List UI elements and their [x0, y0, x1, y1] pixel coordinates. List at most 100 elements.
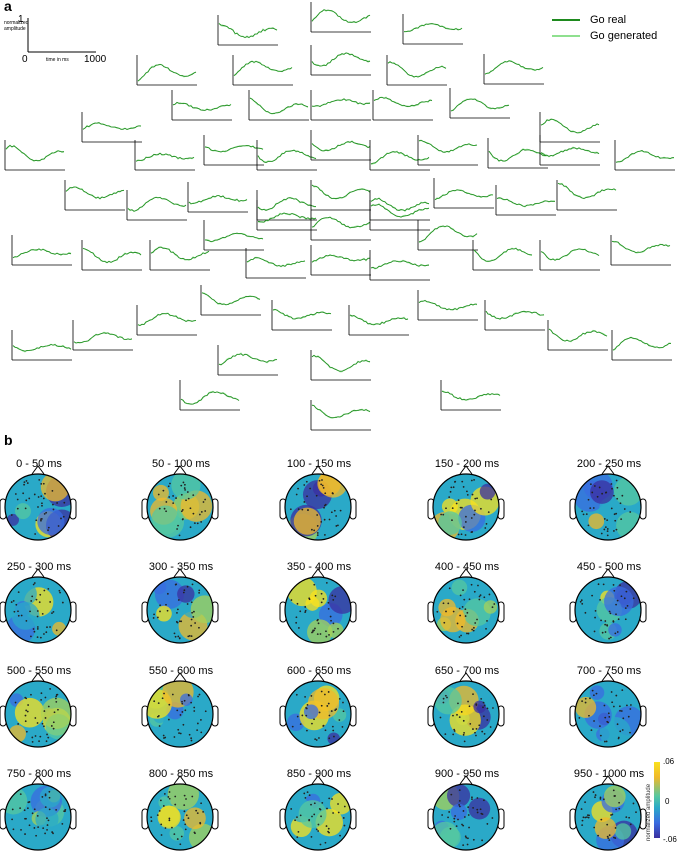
electrode-dot — [629, 511, 632, 513]
electrode-dot — [581, 602, 584, 605]
electrode-dot — [632, 802, 635, 805]
electrode-dot — [35, 834, 38, 837]
electrode-dot — [312, 629, 314, 632]
time-window-label: 50 - 100 ms — [152, 458, 211, 470]
electrode-dot — [593, 826, 596, 829]
electrode-dot — [337, 627, 339, 630]
electrode-dot — [167, 796, 170, 798]
electrode-dot — [453, 730, 456, 732]
electrode-dot — [471, 628, 474, 631]
electrode-dot — [612, 705, 615, 708]
electrode-dot — [473, 478, 475, 481]
electrode-dot — [183, 699, 186, 702]
topomap-blob — [152, 484, 169, 501]
electrode-dot — [44, 492, 46, 495]
head-nose — [459, 568, 473, 578]
waveform-generated — [257, 197, 317, 211]
electrode-dot — [486, 707, 489, 710]
electrode-dot — [578, 717, 581, 719]
waveform-generated — [218, 22, 278, 39]
waveform-generated — [12, 343, 72, 353]
electrode-dot — [462, 486, 465, 488]
electrode-dot — [176, 608, 179, 611]
head-nose — [173, 672, 187, 682]
electrode-dot — [601, 631, 604, 634]
waveform-real — [485, 310, 545, 320]
topomap-blob — [41, 697, 71, 729]
topomap-blob — [303, 704, 319, 720]
time-window-label: 800 - 850 ms — [149, 768, 214, 780]
erp-inset — [72, 320, 133, 351]
electrode-dot — [33, 493, 36, 496]
electrode-dot — [37, 496, 40, 498]
electrode-dot — [177, 599, 180, 601]
electrode-dot — [461, 823, 463, 826]
topomap-blob — [7, 513, 19, 526]
electrode-dot — [465, 515, 467, 518]
electrode-dot — [474, 731, 476, 734]
electrode-dot — [37, 506, 39, 508]
electrode-dot — [159, 604, 162, 607]
electrode-dot — [172, 495, 175, 497]
waveform-generated — [218, 352, 278, 366]
electrode-dot — [56, 502, 59, 504]
head-outline — [4, 473, 72, 541]
electrode-dot — [603, 528, 606, 531]
topomap: 150 - 200 ms — [427, 458, 505, 541]
electrode-dot — [196, 812, 199, 815]
waveform-real — [180, 391, 240, 405]
waveform-real — [370, 151, 430, 165]
waveform-real — [5, 145, 65, 162]
electrode-dot — [306, 791, 309, 794]
electrode-dot — [606, 534, 609, 537]
electrode-dot — [289, 508, 292, 511]
electrode-dot — [609, 636, 612, 639]
electrode-dot — [321, 479, 323, 481]
head-nose — [173, 465, 187, 475]
electrode-dot — [615, 479, 618, 482]
electrode-dot — [17, 610, 19, 613]
electrode-dot — [588, 714, 590, 717]
electrode-dot — [459, 506, 462, 509]
electrode-dot — [168, 819, 171, 822]
topomap-blob — [298, 800, 327, 829]
erp-inset — [134, 140, 195, 171]
electrode-dot — [25, 697, 28, 700]
waveform-generated — [73, 331, 133, 344]
electrode-dot — [158, 725, 161, 727]
electrode-dot — [190, 624, 193, 627]
electrode-dot — [325, 630, 327, 633]
electrode-dot — [620, 710, 623, 712]
erp-inset — [171, 90, 232, 121]
electrode-dot — [603, 518, 606, 520]
electrode-dot — [625, 816, 628, 819]
erp-inset — [4, 140, 65, 171]
electrode-dot — [333, 735, 335, 738]
waveform-real — [370, 197, 430, 212]
electrode-dot — [23, 809, 26, 812]
electrode-dot — [311, 528, 313, 531]
electrode-dot — [449, 490, 452, 493]
electrode-dot — [466, 843, 469, 846]
electrode-dot — [467, 632, 470, 635]
waveform-real — [615, 150, 675, 163]
waveform-real — [441, 390, 501, 401]
electrode-dot — [457, 533, 460, 536]
electrode-dot — [458, 716, 461, 719]
electrode-dot — [325, 825, 328, 827]
waveform-real — [127, 196, 187, 212]
erp-inset — [248, 90, 309, 121]
electrode-dot — [187, 497, 190, 500]
electrode-dot — [487, 511, 490, 514]
electrode-dot — [459, 594, 462, 597]
electrode-dot — [48, 796, 51, 799]
waveform-real — [387, 61, 447, 78]
erp-inset — [433, 178, 494, 209]
topomap: 600 - 650 ms — [279, 665, 357, 748]
electrode-dot — [47, 705, 50, 708]
electrode-dot — [580, 599, 583, 602]
waveform-real — [311, 254, 371, 263]
electrode-dot — [304, 695, 306, 698]
electrode-dot — [180, 510, 183, 513]
erp-inset — [495, 185, 556, 216]
